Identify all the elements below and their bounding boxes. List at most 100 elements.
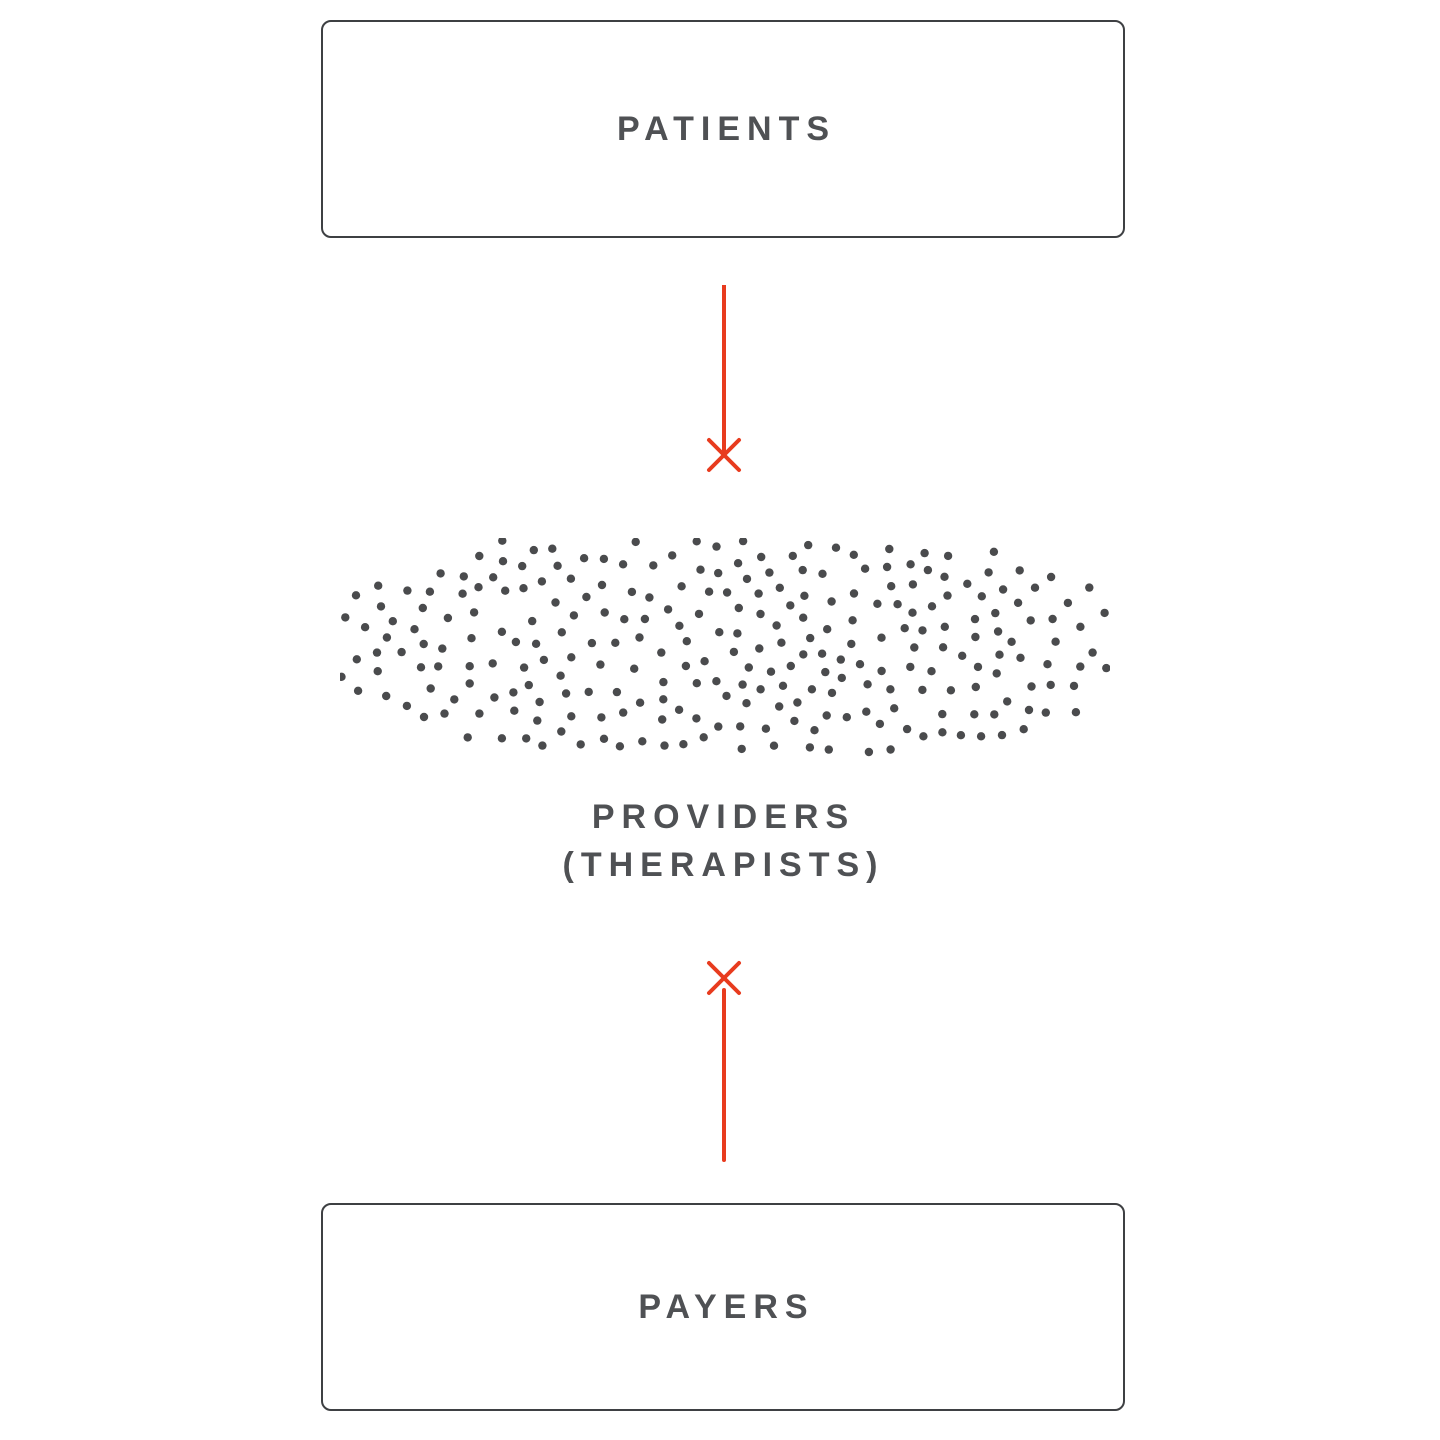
- provider-dot: [612, 687, 622, 697]
- provider-dot: [938, 709, 947, 719]
- provider-dot: [635, 698, 645, 707]
- provider-dot: [786, 661, 795, 671]
- provider-dot: [704, 587, 714, 596]
- provider-dot: [538, 741, 547, 750]
- provider-dot: [692, 538, 701, 546]
- provider-dot: [729, 647, 739, 657]
- provider-dot: [971, 682, 980, 692]
- provider-dot: [1102, 663, 1110, 673]
- provider-dot: [902, 724, 912, 734]
- provider-dot: [694, 609, 704, 619]
- provider-dot: [675, 621, 684, 630]
- provider-dot: [1043, 660, 1052, 669]
- provider-dot: [576, 740, 585, 749]
- provider-dot: [798, 565, 807, 575]
- provider-dot: [818, 569, 827, 578]
- provider-dot: [631, 538, 640, 547]
- providers-dot-cloud: [340, 538, 1110, 757]
- provider-dot: [567, 653, 576, 662]
- provider-dot: [919, 732, 928, 741]
- provider-dot: [372, 648, 382, 657]
- provider-dot: [403, 586, 412, 595]
- provider-dot: [1046, 572, 1056, 582]
- provider-dot: [766, 667, 776, 676]
- provider-dot: [635, 633, 644, 642]
- provider-dot: [736, 722, 745, 731]
- provider-dot: [849, 550, 858, 559]
- provider-dot: [537, 577, 547, 586]
- provider-dot: [557, 727, 566, 736]
- provider-dot: [938, 728, 947, 737]
- provider-dot: [806, 633, 815, 643]
- provider-dot: [893, 600, 902, 609]
- provider-dot: [566, 574, 576, 583]
- provider-dot: [817, 649, 827, 658]
- provider-dot: [425, 587, 435, 596]
- provider-dot: [906, 662, 915, 672]
- provider-dot: [756, 685, 765, 694]
- provider-dot: [742, 574, 752, 584]
- provider-dot: [873, 599, 882, 608]
- provider-dot: [658, 715, 667, 724]
- provider-dot: [824, 745, 833, 754]
- provider-dot: [804, 540, 813, 550]
- provider-dot: [340, 672, 346, 681]
- provider-dot: [918, 626, 927, 635]
- provider-dot: [1003, 697, 1012, 706]
- provider-dot: [733, 559, 743, 568]
- provider-dot: [518, 561, 527, 571]
- provider-dot: [382, 633, 392, 642]
- blocked-arrow-up-icon: [707, 961, 741, 1162]
- provider-dot: [579, 554, 589, 563]
- provider-dot: [434, 662, 443, 671]
- provider-dot: [557, 628, 566, 637]
- provider-dot: [509, 688, 518, 697]
- provider-dot: [659, 677, 668, 687]
- provider-dot: [618, 560, 628, 569]
- provider-dot: [597, 580, 607, 590]
- provider-dot: [765, 568, 774, 577]
- provider-dot: [535, 697, 544, 707]
- provider-dot: [908, 580, 918, 589]
- provider-dot: [984, 568, 993, 577]
- provider-dot: [497, 627, 507, 636]
- provider-dot: [822, 711, 831, 720]
- provider-dot: [956, 731, 966, 740]
- provider-dot: [976, 732, 986, 741]
- provider-dot: [970, 614, 980, 624]
- provider-dot: [374, 581, 383, 590]
- provider-dot: [927, 667, 936, 676]
- provider-dot: [938, 643, 948, 652]
- provider-dot: [1024, 705, 1034, 715]
- provider-dot: [991, 608, 1000, 618]
- provider-dot: [775, 583, 784, 592]
- provider-dot: [1069, 681, 1079, 691]
- provider-dot: [737, 744, 746, 754]
- provider-dot: [692, 679, 701, 688]
- provider-dot: [467, 634, 476, 643]
- provider-dot: [659, 695, 668, 704]
- provider-dot: [810, 726, 819, 735]
- provider-dot: [940, 572, 949, 581]
- provider-dot: [597, 713, 606, 722]
- provider-dot: [863, 680, 872, 689]
- provider-dot: [630, 664, 639, 673]
- provider-dot: [775, 702, 784, 711]
- provider-dot: [788, 551, 797, 561]
- provider-dot: [714, 568, 723, 578]
- provider-dot: [827, 688, 837, 698]
- provider-dot: [877, 666, 886, 676]
- provider-dot: [837, 673, 846, 683]
- provider-dot: [1016, 653, 1025, 662]
- provider-dot: [769, 741, 779, 750]
- provider-dot: [596, 660, 605, 669]
- provider-dot: [600, 608, 609, 617]
- provider-dot: [995, 650, 1004, 659]
- provider-dot: [627, 587, 637, 597]
- provider-dot: [906, 560, 915, 569]
- provider-dot: [849, 589, 859, 598]
- provider-dot: [722, 588, 732, 597]
- provider-dot: [821, 667, 830, 677]
- provider-dot: [908, 608, 917, 617]
- provider-dot: [754, 589, 763, 598]
